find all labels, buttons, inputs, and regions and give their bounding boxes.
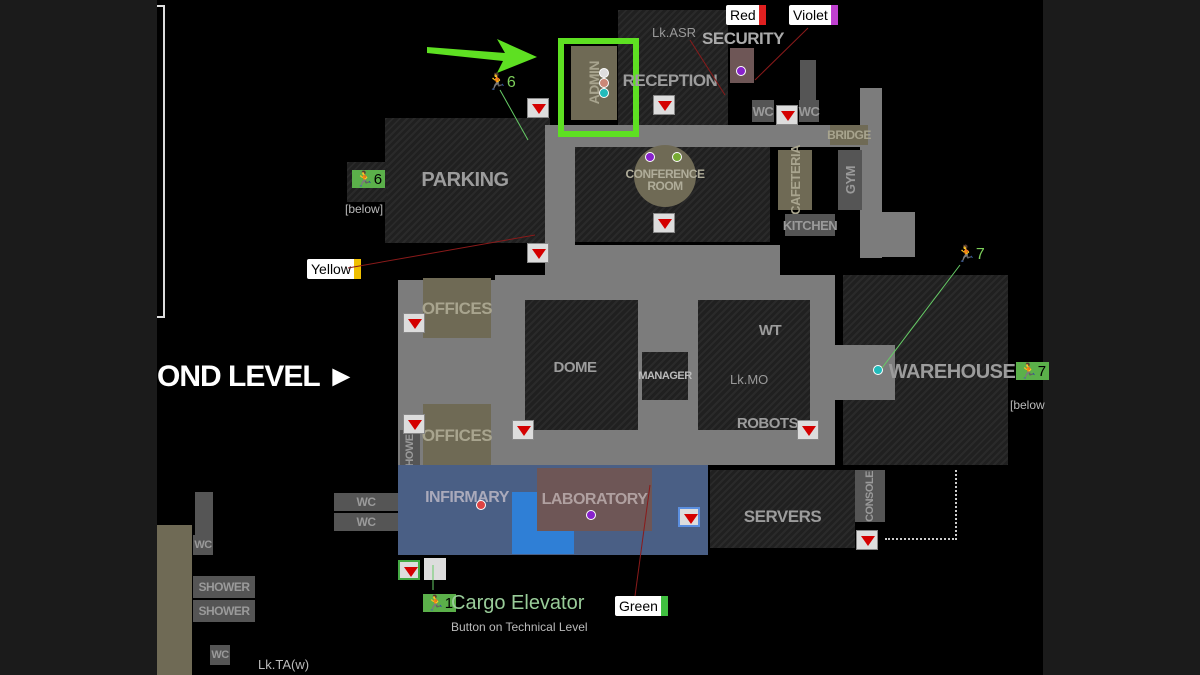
exit-6-note: [below]: [345, 202, 384, 216]
room-kitchen: KITCHEN: [783, 214, 838, 236]
cafeteria-label: CAFETERIA: [787, 145, 803, 215]
keycard-label: Yellow: [311, 261, 351, 277]
room-offices-2: OFFICES: [422, 404, 493, 466]
door-marker[interactable]: [856, 530, 878, 550]
room-gym: GYM: [838, 150, 862, 210]
loot-marker: [599, 68, 609, 78]
door-marker[interactable]: [403, 414, 425, 434]
loot-marker: [645, 152, 655, 162]
wc-stall: [800, 60, 816, 100]
dome-area: [525, 300, 638, 430]
room-admin: ADMIN: [571, 46, 617, 120]
warehouse-entry: [835, 345, 895, 400]
gym-label: GYM: [842, 165, 858, 195]
loot-marker: [476, 500, 486, 510]
room-bridge: BRIDGE: [827, 125, 871, 145]
admin-highlight-box: [558, 38, 639, 137]
room-wc-5: WC: [193, 535, 213, 555]
keycard-violet: Violet: [789, 5, 838, 25]
room-wc-2: WC: [799, 100, 820, 122]
door-marker[interactable]: [776, 105, 798, 125]
keycard-label: Violet: [793, 7, 828, 23]
room-parking: PARKING: [421, 169, 509, 191]
room-cafeteria: CAFETERIA: [778, 145, 812, 215]
room-wc-6: WC: [210, 645, 230, 665]
room-console: CONSOLE: [855, 470, 885, 522]
room-conference: CONFERENCE ROOM: [625, 167, 705, 193]
exit-7-right: 🏃7: [1016, 362, 1050, 380]
room-wt: WT: [758, 321, 782, 339]
door-marker[interactable]: [678, 507, 700, 527]
room-shower-1: SHOWER: [193, 576, 255, 598]
security-room: [730, 48, 754, 83]
exit-6-left: 🏃6: [352, 170, 386, 188]
loot-marker: [599, 88, 609, 98]
corridor-top: [545, 125, 865, 147]
lock-ta: Lk.TA(w): [258, 657, 310, 672]
loot-marker: [586, 510, 596, 520]
exit-6-top: 🏃6: [487, 74, 516, 91]
door-marker[interactable]: [653, 213, 675, 233]
room-wc-3: WC: [334, 493, 398, 511]
right-letterbox: [1043, 0, 1200, 675]
exit-7-top: 🏃7: [956, 246, 985, 263]
room-infirmary: INFIRMARY: [422, 468, 512, 528]
room-wc-4: WC: [334, 513, 398, 531]
keycard-green: Green: [615, 596, 668, 616]
room-servers: SERVERS: [743, 506, 822, 526]
olive-area: [157, 525, 192, 675]
dotted-path: [885, 470, 957, 540]
exit-7-note: [below: [1010, 398, 1045, 412]
servers-area: [710, 470, 855, 548]
exit-num: 7: [1037, 363, 1047, 380]
room-warehouse: WAREHOUSE: [888, 361, 1016, 383]
exit-num: 6: [373, 171, 383, 188]
loot-marker: [672, 152, 682, 162]
conference-circle: [634, 145, 696, 207]
room-shower-v: SHOWER: [400, 427, 420, 473]
keycard-yellow: Yellow: [307, 259, 361, 279]
room-dome: DOME: [553, 358, 598, 376]
pointer-arrow-icon: [427, 39, 537, 73]
room-manager: MANAGER: [638, 352, 692, 400]
door-marker[interactable]: [653, 95, 675, 115]
wt-area: [698, 300, 810, 430]
level-label: OND LEVEL ►: [157, 360, 356, 393]
door-marker[interactable]: [527, 98, 549, 118]
cargo-elevator-button[interactable]: [424, 558, 446, 580]
door-marker[interactable]: [527, 243, 549, 263]
loot-marker: [736, 66, 746, 76]
left-letterbox: [0, 0, 157, 675]
door-marker[interactable]: [398, 560, 420, 580]
exit-num: 6: [506, 74, 516, 91]
corridor-mid: [545, 245, 780, 275]
room-shower-2: SHOWER: [193, 600, 255, 622]
exit-num: 1: [444, 595, 454, 612]
cargo-elevator-title: Cargo Elevator: [451, 592, 585, 614]
door-marker[interactable]: [797, 420, 819, 440]
loot-marker: [599, 78, 609, 88]
room-wc-1: WC: [752, 100, 774, 122]
room-security: SECURITY: [702, 28, 784, 48]
console-label: CONSOLE: [863, 470, 876, 522]
room-robots: ROBOTS: [736, 414, 799, 432]
room-offices-1: OFFICES: [422, 278, 493, 338]
corridor-east-2: [860, 212, 915, 257]
door-marker[interactable]: [512, 420, 534, 440]
keycard-label: Red: [730, 7, 756, 23]
panel-edge: [157, 5, 165, 318]
exit-1-badge: 🏃1: [423, 594, 457, 612]
room-reception: RECEPTION: [622, 70, 718, 90]
room-laboratory: LABORATORY: [537, 468, 652, 531]
lock-asr: Lk.ASR: [652, 25, 697, 40]
keycard-red: Red: [726, 5, 766, 25]
cargo-elevator-note: Button on Technical Level: [451, 620, 588, 634]
lock-mo: Lk.MO: [730, 372, 769, 387]
exit-num: 7: [975, 246, 985, 263]
keycard-label: Green: [619, 598, 658, 614]
door-marker[interactable]: [403, 313, 425, 333]
loot-marker: [873, 365, 883, 375]
